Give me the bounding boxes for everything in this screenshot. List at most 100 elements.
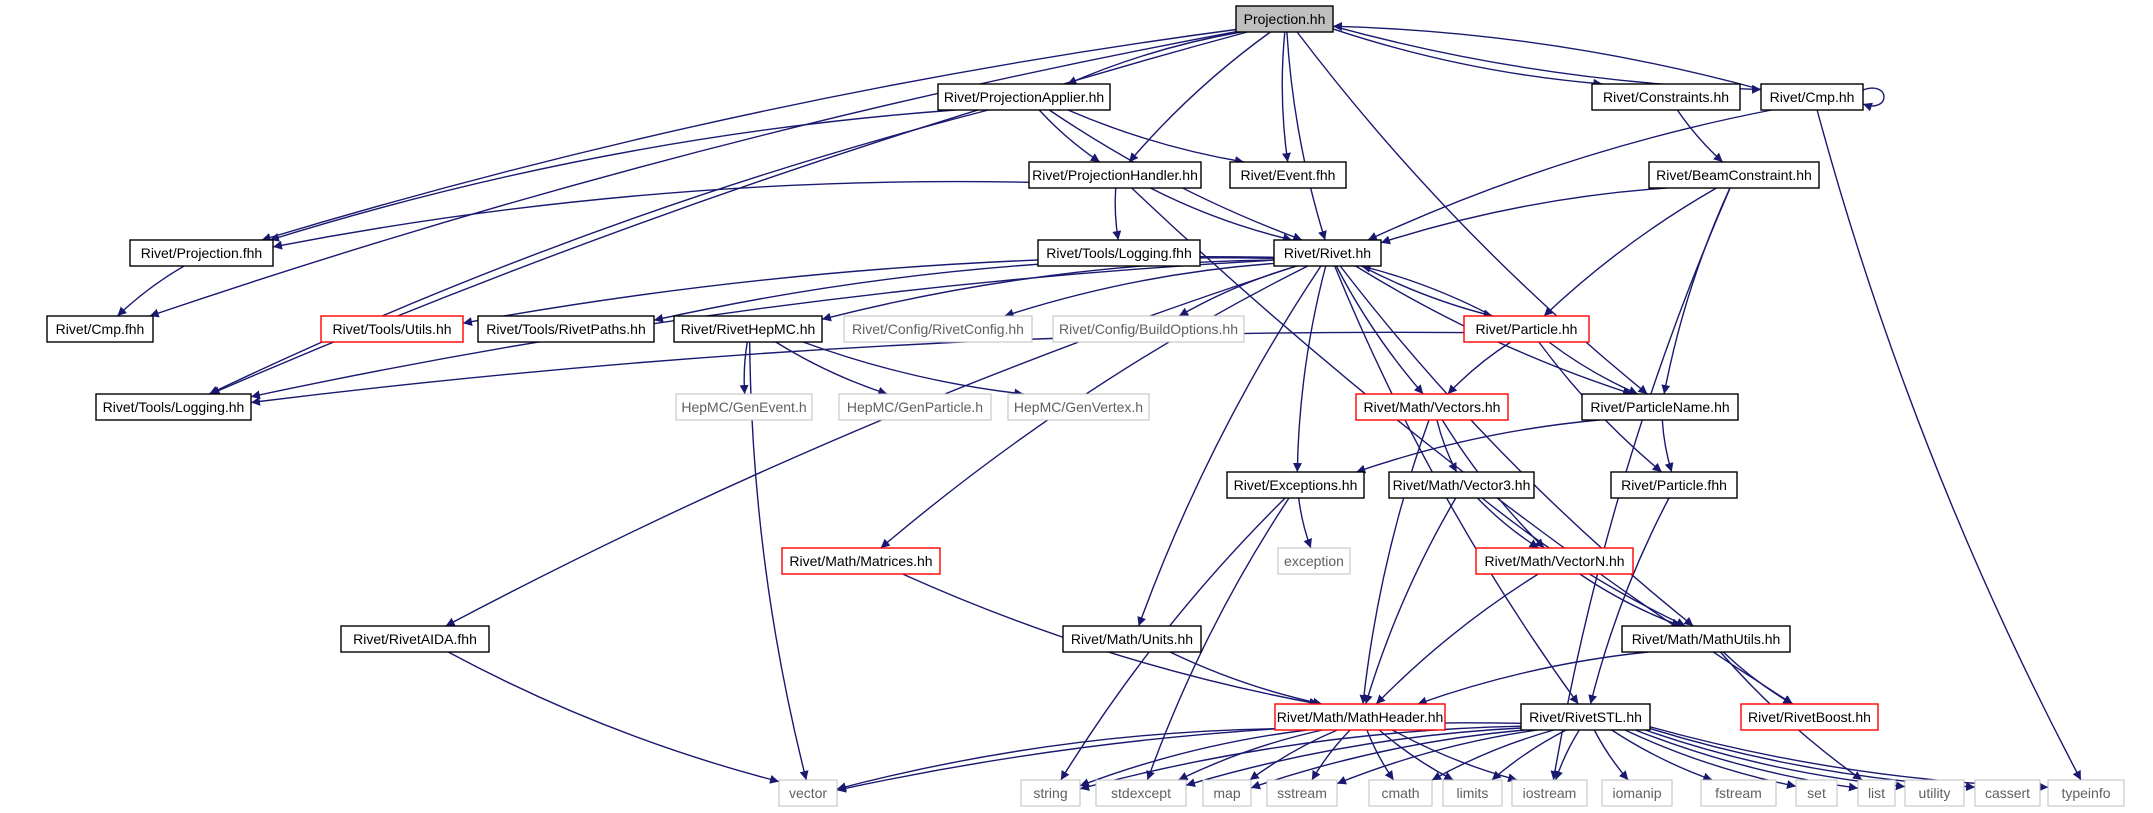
node-label: sstream (1277, 785, 1327, 801)
node-box (1857, 779, 1896, 807)
node-exception: exception (1277, 547, 1351, 575)
edge-projection_hh-to-event_fhh (1281, 31, 1291, 163)
node-box (1601, 779, 1673, 807)
node-label: Rivet/RivetBoost.hh (1748, 709, 1871, 725)
node-math-units[interactable]: Rivet/Math/Units.hh (1062, 625, 1202, 653)
node-math-matrices[interactable]: Rivet/Math/Matrices.hh (781, 547, 941, 575)
edge-exceptions-to-exception (1298, 497, 1312, 549)
node-label: Rivet/Tools/Utils.hh (332, 321, 451, 337)
node-rivet-hh[interactable]: Rivet/Rivet.hh (1273, 239, 1382, 267)
node-box (1520, 703, 1651, 731)
edge-math_mathheader-to-map (1249, 729, 1338, 781)
node-label: Rivet/ProjectionApplier.hh (944, 89, 1104, 105)
node-box (1277, 547, 1351, 575)
edge-rivetstl-to-sstream (1336, 729, 1538, 785)
node-label: Rivet/Math/Vectors.hh (1364, 399, 1501, 415)
node-box (1229, 161, 1347, 189)
node-math-mathutils[interactable]: Rivet/Math/MathUtils.hh (1621, 625, 1791, 653)
node-rivetstl[interactable]: Rivet/RivetSTL.hh (1520, 703, 1651, 731)
node-label: stdexcept (1111, 785, 1171, 801)
node-hepmc-genvertex: HepMC/GenVertex.h (1007, 393, 1150, 421)
node-projection-fhh[interactable]: Rivet/Projection.fhh (129, 239, 274, 267)
edge-particle_hh-to-math_vectors (1447, 341, 1512, 395)
edge-projection_applier-to-event_fhh (1067, 109, 1245, 165)
edge-beam_constraint-to-particlename (1661, 187, 1731, 395)
node-box (778, 779, 838, 807)
node-particle-hh[interactable]: Rivet/Particle.hh (1463, 315, 1590, 343)
node-vector: vector (778, 779, 838, 807)
node-box (1226, 471, 1365, 499)
node-label: fstream (1715, 785, 1762, 801)
edge-rivetstl-to-iostream (1554, 729, 1580, 781)
node-label: Rivet/Exceptions.hh (1234, 477, 1358, 493)
node-label: Rivet/Cmp.fhh (56, 321, 145, 337)
node-cmp-fhh[interactable]: Rivet/Cmp.fhh (46, 315, 154, 343)
node-label: Rivet/Math/MathHeader.hh (1277, 709, 1444, 725)
node-box (675, 393, 813, 421)
node-box (1442, 779, 1503, 807)
node-box (1904, 779, 1965, 807)
node-box (95, 393, 252, 421)
node-tools-logging-hh[interactable]: Rivet/Tools/Logging.hh (95, 393, 252, 421)
node-label: Rivet/Constraints.hh (1603, 89, 1729, 105)
edge-math_vectors-to-math_mathheader (1359, 419, 1430, 705)
node-box (1475, 547, 1634, 575)
edge-math_mathheader-to-vector (836, 728, 1276, 792)
node-beam-constraint[interactable]: Rivet/BeamConstraint.hh (1648, 161, 1820, 189)
node-tools-rivetpaths[interactable]: Rivet/Tools/RivetPaths.hh (477, 315, 655, 343)
edge-rivet_hh-to-math_mathutils (1339, 265, 1694, 627)
node-particlename[interactable]: Rivet/ParticleName.hh (1581, 393, 1739, 421)
edge-rivetstl-to-iomanip (1593, 729, 1629, 781)
edge-cmp_hh-to-cmp_hh (1862, 87, 1885, 112)
node-label: Rivet/RivetHepMC.hh (681, 321, 816, 337)
node-particle-fhh[interactable]: Rivet/Particle.fhh (1610, 471, 1738, 499)
node-box (1581, 393, 1739, 421)
node-math-vectors[interactable]: Rivet/Math/Vectors.hh (1355, 393, 1509, 421)
node-label: cmath (1381, 785, 1419, 801)
edge-math_vectors-to-math_vector3 (1436, 419, 1458, 473)
node-box (1266, 779, 1338, 807)
node-cmp-hh[interactable]: Rivet/Cmp.hh (1760, 83, 1864, 111)
node-math-vectorn[interactable]: Rivet/Math/VectorN.hh (1475, 547, 1634, 575)
edge-projection_applier-to-projection_fhh (269, 109, 956, 242)
node-exceptions[interactable]: Rivet/Exceptions.hh (1226, 471, 1365, 499)
node-iomanip: iomanip (1601, 779, 1673, 807)
node-constraints[interactable]: Rivet/Constraints.hh (1591, 83, 1741, 111)
node-tools-logging-fhh[interactable]: Rivet/Tools/Logging.fhh (1037, 239, 1201, 267)
edge-constraints-to-beam_constraint (1676, 109, 1724, 163)
edge-cmp_hh-to-projection_hh (1332, 21, 1762, 91)
node-rivet-hepmc[interactable]: Rivet/RivetHepMC.hh (673, 315, 823, 343)
edge-rivetstl-to-typeinfo (1649, 726, 2049, 792)
node-box (477, 315, 655, 343)
node-utility: utility (1904, 779, 1965, 807)
node-typeinfo: typeinfo (2047, 779, 2125, 807)
node-rivetboost[interactable]: Rivet/RivetBoost.hh (1740, 703, 1879, 731)
edge-particlename-to-particle_fhh (1661, 419, 1674, 473)
node-projection-applier[interactable]: Rivet/ProjectionApplier.hh (937, 83, 1111, 111)
node-tools-utils[interactable]: Rivet/Tools/Utils.hh (320, 315, 464, 343)
edge-projection_hh-to-projection_applier (1067, 31, 1242, 85)
node-label: utility (1919, 785, 1951, 801)
edge-rivetstl-to-stdexcept (1185, 727, 1522, 788)
node-label: typeinfo (2061, 785, 2110, 801)
edge-particlename-to-exceptions (1356, 419, 1600, 474)
node-event-fhh[interactable]: Rivet/Event.fhh (1229, 161, 1347, 189)
node-math-vector3[interactable]: Rivet/Math/Vector3.hh (1388, 471, 1535, 499)
node-projection-hh[interactable]: Projection.hh (1235, 5, 1334, 33)
node-projection-handler[interactable]: Rivet/ProjectionHandler.hh (1028, 161, 1202, 189)
node-box (1355, 393, 1509, 421)
node-label: Rivet/Math/VectorN.hh (1484, 553, 1624, 569)
edge-projection_handler-to-projection_fhh (272, 180, 1030, 250)
edge-math_mathheader-to-iostream (1392, 729, 1518, 783)
edge-rivet_hh-to-config_rivetconfig (1004, 262, 1275, 318)
node-box (1273, 239, 1382, 267)
edge-projection_hh-to-cmp_fhh (149, 31, 1237, 318)
edge-projection_fhh-to-cmp_fhh (116, 265, 185, 317)
node-box (838, 393, 992, 421)
node-rivetaida[interactable]: Rivet/RivetAIDA.fhh (340, 625, 490, 653)
edge-rivetstl-to-string (1079, 725, 1522, 791)
edge-rivetstl-to-list (1635, 729, 1859, 792)
node-math-mathheader[interactable]: Rivet/Math/MathHeader.hh (1274, 703, 1446, 731)
edge-projection_applier-to-tools_logging_hh (208, 109, 989, 395)
node-map: map (1202, 779, 1252, 807)
